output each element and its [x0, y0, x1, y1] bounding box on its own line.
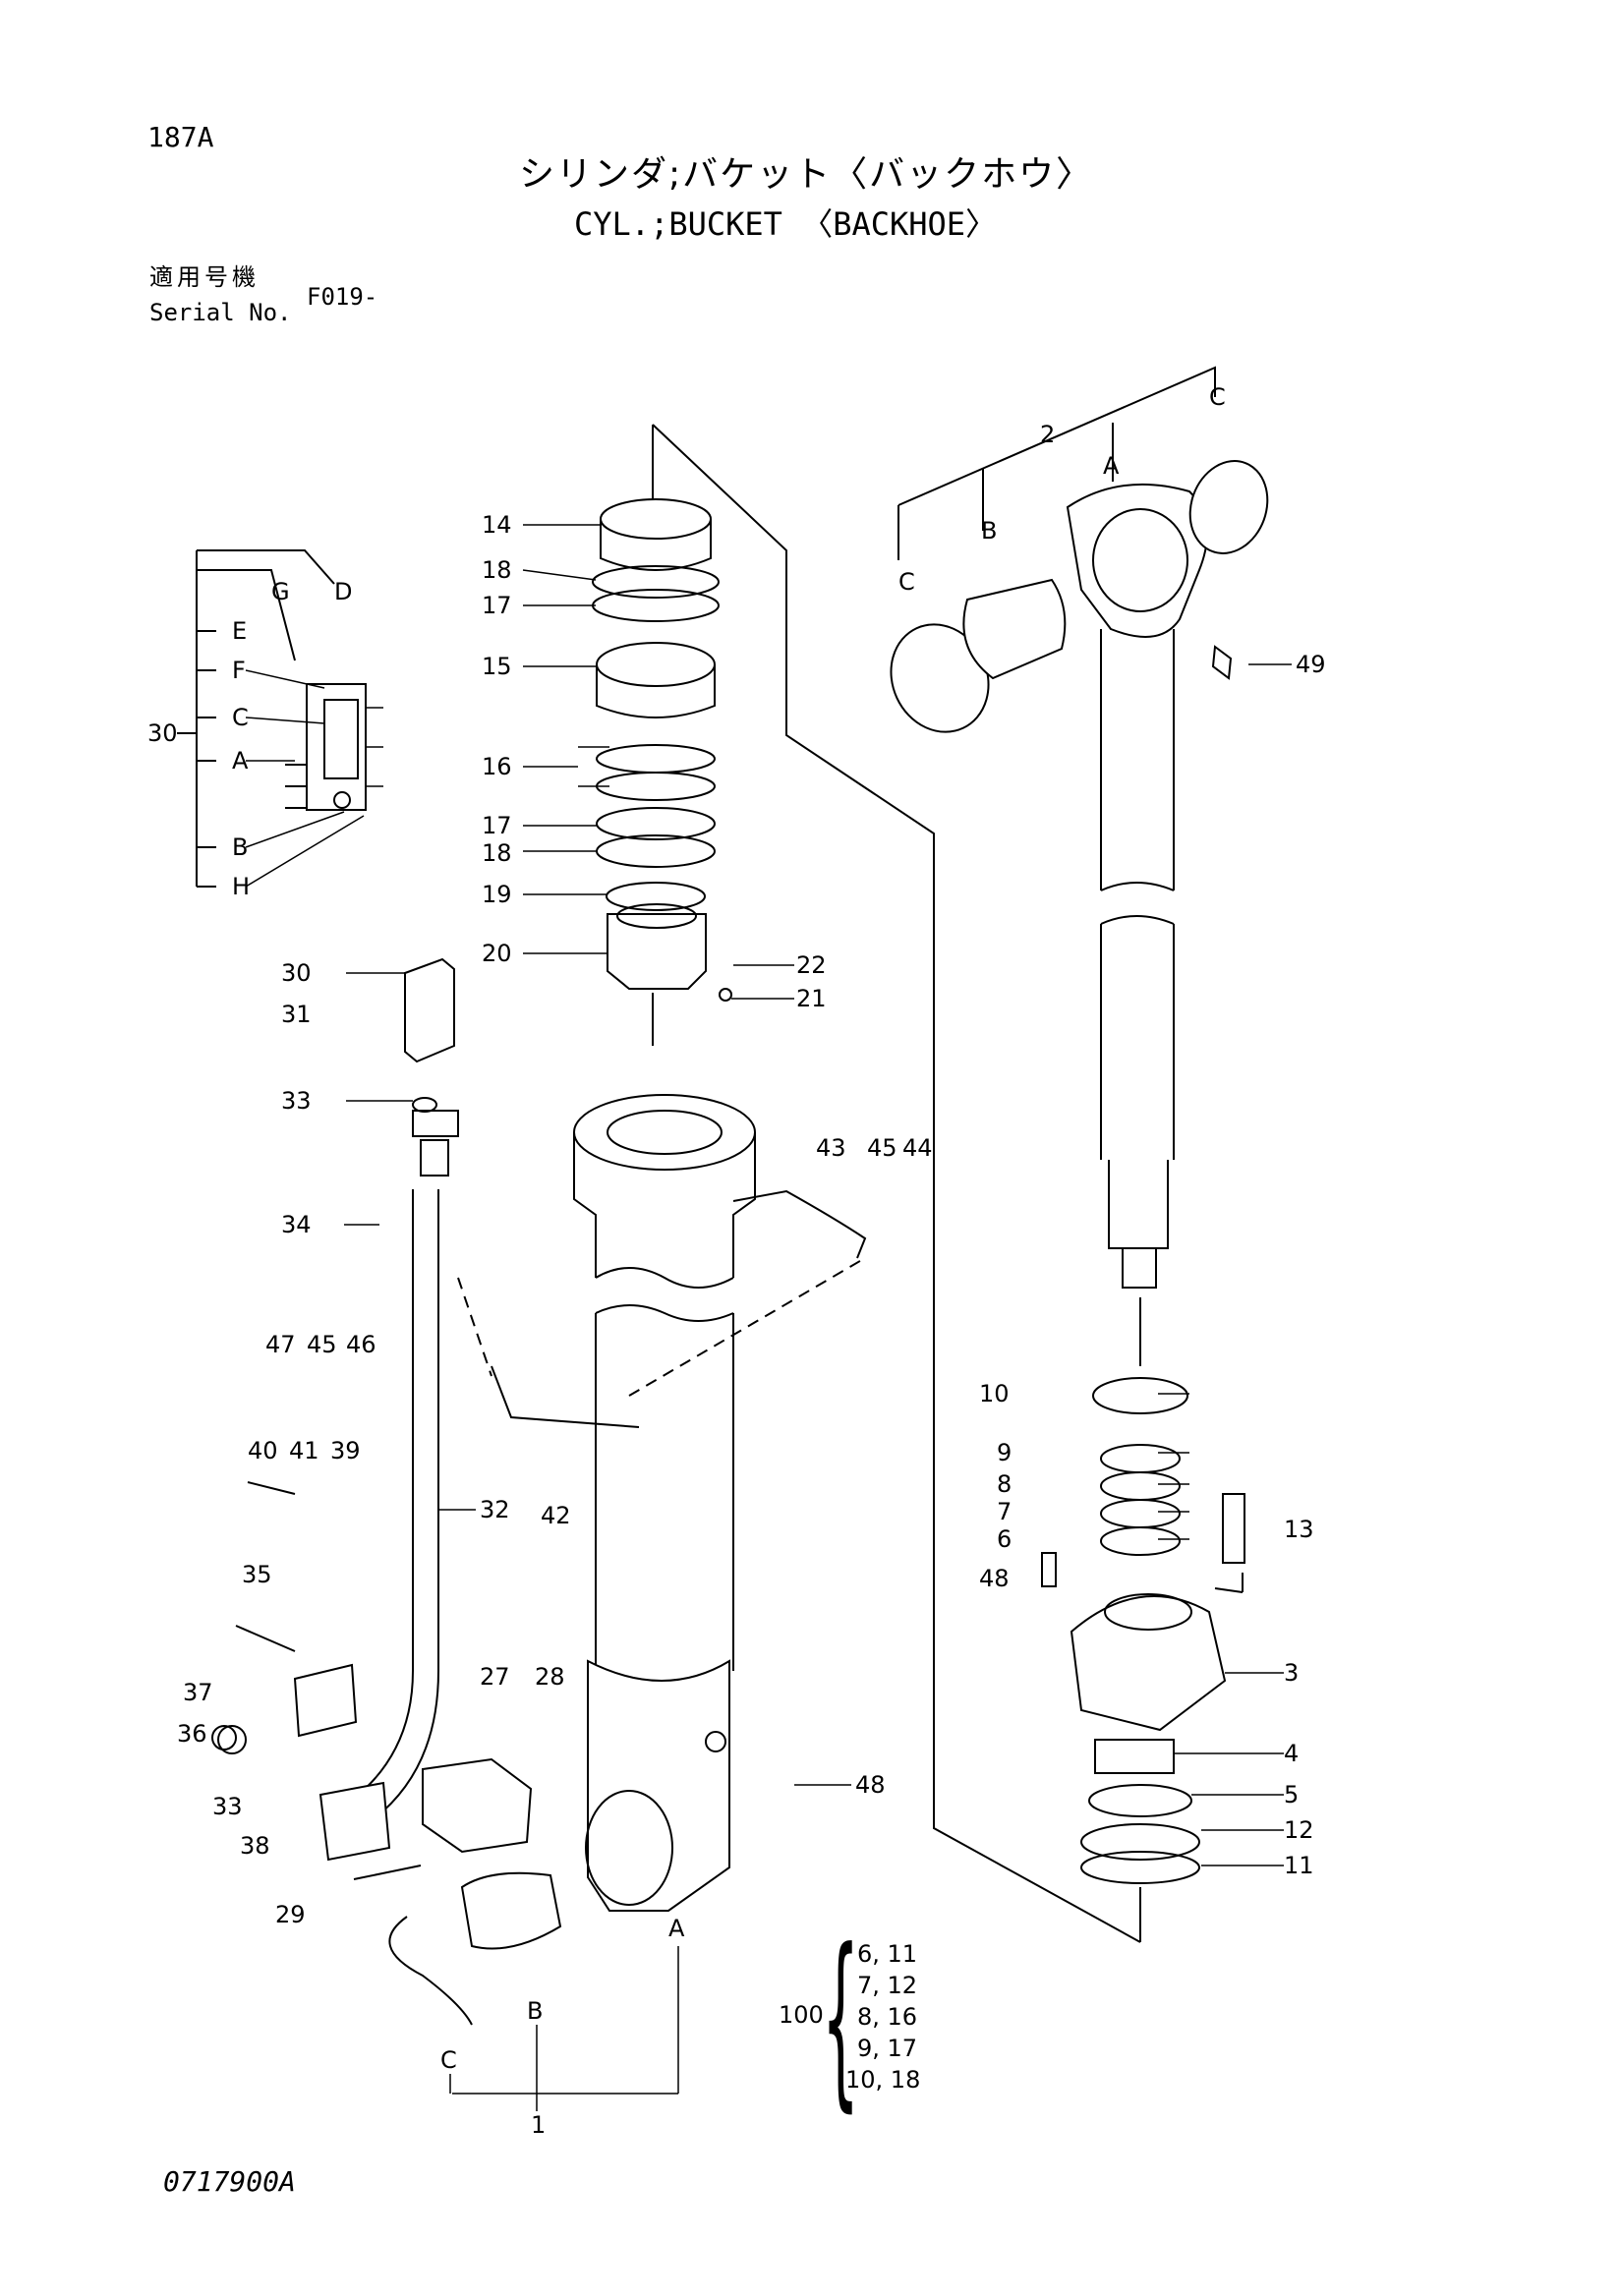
callout-C-rod-right: C — [1209, 383, 1226, 411]
callout-36: 36 — [177, 1720, 207, 1748]
drawing-number: 0717900A — [163, 2165, 296, 2198]
callout-45: 45 — [307, 1331, 337, 1358]
callout-45-clamp: 45 — [867, 1134, 897, 1162]
callout-3: 3 — [1284, 1659, 1300, 1687]
kit-brace: { — [822, 1911, 860, 2131]
cylinder-tube — [573, 1094, 756, 1912]
callout-A-detail: A — [232, 747, 249, 775]
rod-head-parts — [1041, 1377, 1245, 1942]
callout-C-detail: C — [232, 704, 249, 731]
callout-C-rod-left: C — [898, 568, 915, 596]
callout-B-rod: B — [981, 517, 998, 545]
callout-12: 12 — [1284, 1816, 1314, 1844]
callout-27: 27 — [480, 1663, 510, 1691]
hydraulic-pipe — [323, 1189, 439, 1839]
callout-14: 14 — [482, 511, 512, 539]
serial-label-japanese: 適用号機 — [149, 263, 260, 291]
kit-row-4: 9, 17 — [857, 2035, 918, 2062]
callout-10: 10 — [979, 1380, 1010, 1407]
callout-33-lower: 33 — [212, 1793, 243, 1820]
callout-A-bottom: A — [668, 1915, 685, 1942]
callout-30: 30 — [281, 959, 312, 987]
callout-46: 46 — [346, 1331, 376, 1358]
callout-48: 48 — [855, 1771, 886, 1799]
callout-leaders — [344, 524, 1292, 2111]
callout-19: 19 — [482, 881, 512, 908]
callout-37: 37 — [183, 1679, 213, 1706]
callout-1: 1 — [531, 2111, 547, 2139]
callout-6: 6 — [997, 1525, 1012, 1553]
callout-8: 8 — [997, 1470, 1012, 1498]
callout-G: G — [271, 578, 290, 605]
callout-38: 38 — [240, 1832, 270, 1860]
piston-rod — [890, 366, 1269, 1366]
callout-31: 31 — [281, 1001, 312, 1028]
callout-48-rod: 48 — [979, 1565, 1010, 1592]
callout-18: 18 — [482, 556, 512, 584]
callout-44: 44 — [902, 1134, 933, 1162]
callout-B-bottom: B — [527, 1997, 544, 2025]
callout-C-bottom: C — [440, 2046, 457, 2074]
page-code: 187A — [147, 121, 214, 153]
callout-F: F — [232, 657, 246, 684]
callout-35: 35 — [242, 1561, 272, 1588]
callout-42: 42 — [541, 1502, 571, 1529]
callout-28: 28 — [535, 1663, 565, 1691]
callout-11: 11 — [1284, 1852, 1314, 1879]
kit-row-2: 7, 12 — [857, 1972, 918, 1999]
callout-21: 21 — [796, 985, 827, 1012]
callout-20: 20 — [482, 940, 512, 967]
callout-E: E — [232, 617, 248, 645]
callout-17-lower: 17 — [482, 812, 512, 839]
callout-17: 17 — [482, 592, 512, 619]
callout-29: 29 — [275, 1901, 306, 1928]
head-seal-stack — [592, 424, 1141, 1943]
callout-49: 49 — [1296, 651, 1326, 678]
lower-valve-blocks — [211, 1481, 562, 2026]
serial-number-value: F019- — [307, 283, 378, 311]
valve-block — [404, 957, 459, 1177]
kit-row-5: 10, 18 — [845, 2066, 921, 2094]
kit-number: 100 — [779, 2001, 824, 2029]
callout-2: 2 — [1040, 421, 1056, 448]
pipe-clamps — [457, 1189, 867, 1428]
callout-D: D — [334, 578, 353, 605]
kit-row-3: 8, 16 — [857, 2003, 918, 2031]
callout-30-detail: 30 — [147, 719, 178, 747]
serial-label-english: Serial No. — [149, 299, 292, 326]
callout-41: 41 — [289, 1437, 319, 1464]
callout-13: 13 — [1284, 1516, 1314, 1543]
valve-detail-inset — [177, 549, 383, 888]
callout-H: H — [232, 873, 251, 900]
kit-row-1: 6, 11 — [857, 1940, 918, 1968]
callout-18-lower: 18 — [482, 839, 512, 867]
callout-9: 9 — [997, 1439, 1012, 1466]
callout-43: 43 — [816, 1134, 846, 1162]
callout-16: 16 — [482, 753, 512, 780]
callout-40: 40 — [248, 1437, 278, 1464]
callout-39: 39 — [330, 1437, 361, 1464]
callout-22: 22 — [796, 951, 827, 979]
callout-B-detail: B — [232, 833, 249, 861]
callout-33: 33 — [281, 1087, 312, 1115]
callout-15: 15 — [482, 653, 512, 680]
callout-5: 5 — [1284, 1781, 1300, 1808]
title-japanese: シリンダ;バケット〈バックホウ〉 — [519, 154, 1094, 195]
callout-4: 4 — [1284, 1740, 1300, 1767]
callout-32: 32 — [480, 1496, 510, 1523]
callout-7: 7 — [997, 1498, 1012, 1525]
callout-A-rod: A — [1103, 452, 1120, 480]
callout-34: 34 — [281, 1211, 312, 1238]
callout-47: 47 — [265, 1331, 296, 1358]
title-english: CYL.;BUCKET 〈BACKHOE〉 — [574, 205, 998, 243]
